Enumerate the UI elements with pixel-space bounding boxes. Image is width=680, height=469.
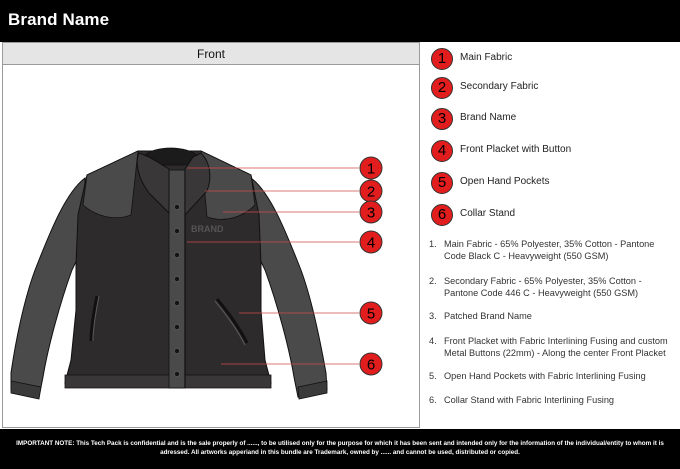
legend-label: Brand Name (460, 112, 517, 123)
callout-badge-2: 2 (359, 179, 383, 203)
right-cuff (297, 380, 328, 400)
legend-badge: 2 (431, 77, 453, 99)
callout-number: 5 (367, 306, 375, 323)
callout-lines (187, 167, 359, 365)
legend-label: Main Fabric (460, 52, 513, 63)
callout-number: 3 (367, 205, 375, 222)
right-pocket (215, 298, 249, 344)
spec-text: Main Fabric - 65% Polyester, 35% Cotton … (444, 239, 655, 261)
spec-text: Front Placket with Fabric Interlining Fu… (444, 336, 668, 358)
left-pocket-highlight (92, 295, 100, 342)
right-sleeve (250, 176, 328, 398)
spec-number: 2. (429, 276, 437, 286)
legend-label: Collar Stand (460, 208, 516, 219)
legend-label: Front Placket with Button (460, 144, 572, 155)
callout-badge-3: 3 (359, 200, 383, 224)
legend-badge: 1 (431, 48, 453, 70)
header-bar: Brand Name (0, 0, 680, 42)
footer-note-line-2: adressed. All artworks apperiand in this… (160, 449, 520, 456)
legend-badge: 4 (431, 140, 453, 162)
collar-right (184, 152, 211, 217)
confidentiality-footer: IMPORTANT NOTE: This Tech Pack is confid… (0, 429, 680, 469)
spec-number: 6. (429, 395, 437, 405)
legend-badge: 5 (431, 172, 453, 194)
left-cuff (10, 380, 42, 400)
callout-number: 1 (367, 161, 375, 178)
spec-text: Patched Brand Name (444, 311, 532, 321)
callout-badge-6: 6 (359, 352, 383, 376)
right-pocket-highlight (214, 300, 246, 346)
spec-text: Secondary Fabric - 65% Polyester, 35% Co… (444, 276, 642, 298)
callout-badge-1: 1 (359, 156, 383, 180)
legend-badge: 3 (431, 108, 453, 130)
spec-text: Open Hand Pockets with Fabric Interlinin… (444, 371, 646, 381)
jacket-front-drawing: BRAND 1 2 3 4 5 6 (10, 147, 383, 400)
view-label-front: Front (3, 43, 419, 65)
chest-brand-print: BRAND (191, 224, 224, 234)
callout-badge-5: 5 (359, 301, 383, 325)
spec-panel: 1 Main Fabric 2 Secondary Fabric 3 Brand… (421, 42, 678, 428)
legend-label: Open Hand Pockets (460, 176, 550, 187)
legend-badge: 6 (431, 204, 453, 226)
spec-text: Collar Stand with Fabric Interlining Fus… (444, 395, 615, 405)
spec-number: 5. (429, 371, 437, 381)
callout-number: 6 (367, 357, 375, 374)
spec-number: 3. (429, 311, 437, 321)
legend-label: Secondary Fabric (460, 81, 539, 92)
left-pocket (89, 295, 99, 342)
callout-number: 4 (367, 235, 375, 252)
spec-number: 1. (429, 239, 437, 249)
footer-note-line-1: IMPORTANT NOTE: This Tech Pack is confid… (16, 440, 664, 447)
front-view-panel: Front (2, 42, 420, 428)
left-yoke (82, 150, 139, 219)
callout-number: 2 (367, 184, 375, 201)
spec-number: 4. (429, 336, 437, 346)
hem-band (64, 374, 272, 389)
collar-left (136, 152, 170, 215)
left-sleeve (10, 176, 86, 398)
brand-name-title: Brand Name (8, 10, 110, 29)
callout-badges: 1 2 3 4 5 6 (359, 156, 383, 376)
front-buttons (174, 204, 180, 377)
callout-badge-4: 4 (359, 230, 383, 254)
